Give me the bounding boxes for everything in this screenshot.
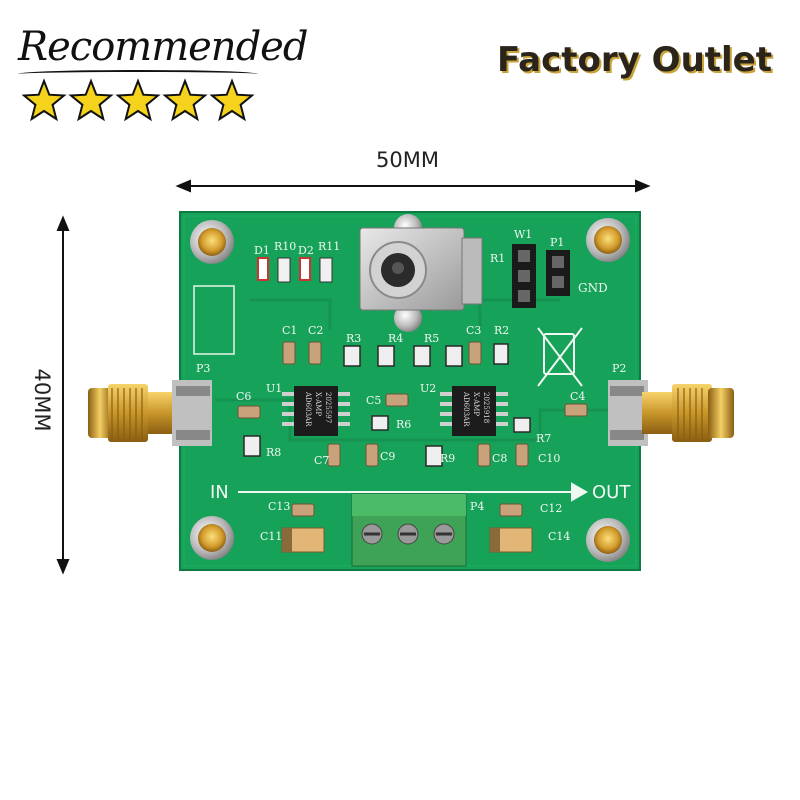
silkscreen-label-r4: R4 <box>388 332 403 345</box>
silkscreen-label-p2: P2 <box>612 362 626 375</box>
silkscreen-label-p4: P4 <box>470 500 484 513</box>
ic-u1 <box>282 386 350 436</box>
silkscreen-label-c13: C13 <box>268 500 290 513</box>
star-icon <box>68 78 114 122</box>
sma-connector-out <box>608 380 734 446</box>
jumper-header-w1 <box>512 244 536 308</box>
signal-arrow <box>238 482 589 502</box>
silkscreen-label-c2: C2 <box>308 324 323 337</box>
terminal-block <box>351 493 467 567</box>
mounting-hole-bl <box>190 516 234 560</box>
width-dimension-arrow <box>175 179 651 193</box>
out-label: OUT <box>592 482 631 503</box>
silkscreen-label-r11: R11 <box>318 240 340 253</box>
ic-marking: 2025918 <box>482 392 490 423</box>
silkscreen-label-r10: R10 <box>274 240 296 253</box>
silkscreen-label-c14: C14 <box>548 530 570 543</box>
silkscreen-label-c6: C6 <box>236 390 251 403</box>
silkscreen-label-p1: P1 <box>550 236 564 249</box>
silkscreen-label-r2: R2 <box>494 324 509 337</box>
silkscreen-label-r6: R6 <box>396 418 411 431</box>
silkscreen-label-c9: C9 <box>380 450 395 463</box>
ic-marking: AD603AR <box>462 391 470 427</box>
rating-stars <box>22 78 255 122</box>
silkscreen-label-c5: C5 <box>366 394 381 407</box>
in-label: IN <box>210 482 229 503</box>
tantalum-capacitors <box>281 527 533 553</box>
smd-resistors <box>243 343 531 467</box>
silkscreen-label-d1: D1 <box>254 244 270 257</box>
silkscreen-label-u2: U2 <box>420 382 436 395</box>
mounting-hole-tr <box>586 218 630 262</box>
silkscreen-label-c7: C7 <box>314 454 329 467</box>
star-icon <box>22 78 67 122</box>
silkscreen-label-c8: C8 <box>492 452 507 465</box>
silkscreen-label-r8: R8 <box>266 446 281 459</box>
header-p1 <box>546 250 570 296</box>
silkscreen-label-w1: W1 <box>514 228 532 241</box>
silkscreen-label-c4: C4 <box>570 390 585 403</box>
silkscreen-label-u1: U1 <box>266 382 282 395</box>
silkscreen-label-c12: C12 <box>540 502 562 515</box>
silkscreen-label-r3: R3 <box>346 332 361 345</box>
silkscreen-label-r1: R1 <box>490 252 505 265</box>
silkscreen-label-c1: C1 <box>282 324 297 337</box>
silkscreen-label-c11: C11 <box>260 530 282 543</box>
recommended-underline <box>18 70 258 78</box>
sma-connector-in <box>88 380 212 446</box>
star-icon <box>115 78 161 122</box>
mounting-hole-br <box>586 518 630 562</box>
potentiometer <box>359 214 483 332</box>
silkscreen-label-r7: R7 <box>536 432 551 445</box>
width-dimension-label: 50MM <box>376 148 439 172</box>
smd-capacitors <box>237 341 588 517</box>
silkscreen-label-c3: C3 <box>466 324 481 337</box>
silkscreen-label-r5: R5 <box>424 332 439 345</box>
ic-marking: X-AMP <box>314 392 322 416</box>
ic-u2 <box>440 386 508 436</box>
star-icon <box>209 78 255 122</box>
recommended-text: Recommended <box>18 24 308 70</box>
ic-marking: AD603AR <box>304 391 312 427</box>
weee-symbol <box>537 327 583 387</box>
gnd-label: GND <box>578 281 608 295</box>
height-dimension-arrow <box>56 215 70 575</box>
silkscreen-label-r9: R9 <box>440 452 455 465</box>
star-icon <box>162 78 208 122</box>
silkscreen-label-p3: P3 <box>196 362 210 375</box>
factory-outlet-label: Factory Outlet <box>496 40 772 80</box>
mounting-hole-tl <box>190 220 234 264</box>
smd-leds <box>257 257 333 283</box>
silkscreen-label-c10: C10 <box>538 452 560 465</box>
ic-marking: 2025597 <box>324 392 332 423</box>
ic-marking: X-AMP <box>472 392 480 416</box>
silkscreen-label-d2: D2 <box>298 244 314 257</box>
